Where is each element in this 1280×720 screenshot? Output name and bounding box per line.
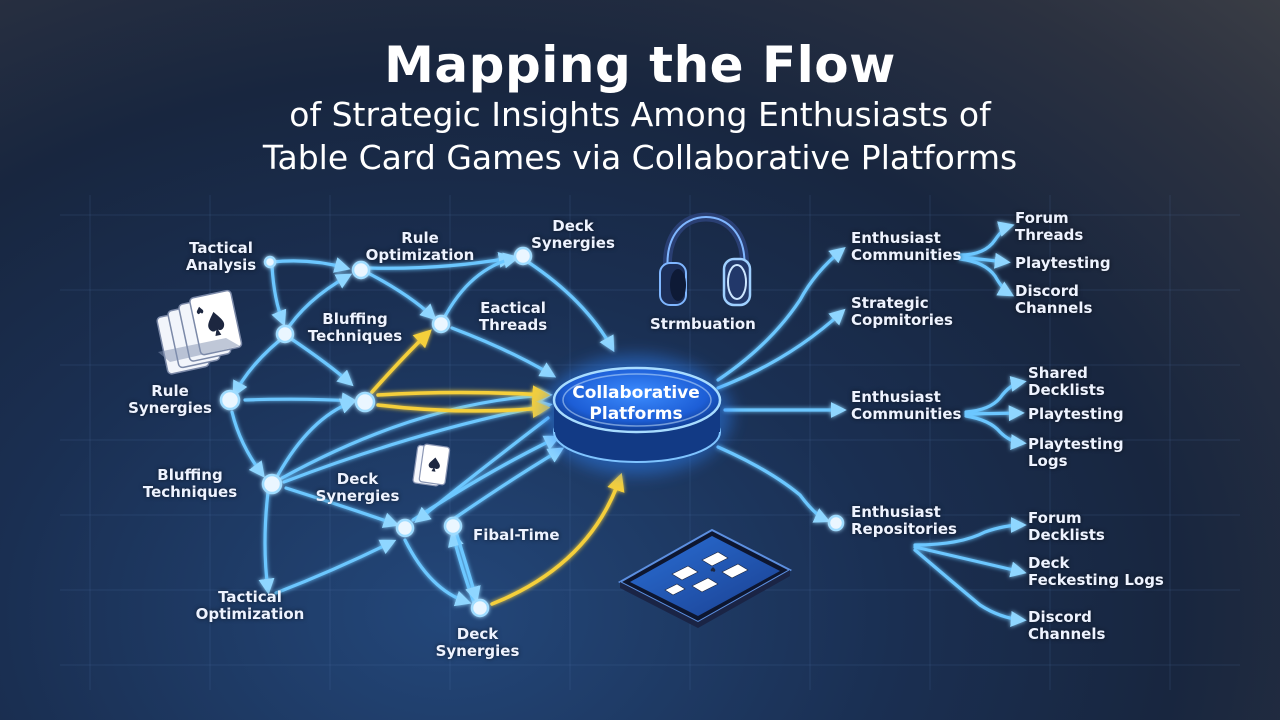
label-deck-synergies-top: Deck Synergies	[531, 217, 615, 252]
edge	[490, 472, 625, 606]
edge	[913, 545, 1027, 578]
label-enthusiast-repositories: Enthusiast Repositories	[851, 503, 957, 538]
label-playtesting-1: Playtesting	[1015, 254, 1111, 272]
edge	[913, 517, 1027, 547]
edge	[450, 326, 557, 378]
edge	[716, 246, 846, 382]
label-eactical-threads: Eactical Threads	[478, 299, 548, 334]
edge	[270, 264, 287, 327]
label-deck-feckesting-logs: Deck Feckesting Logs	[1028, 554, 1164, 589]
flow-edges-highlight	[370, 329, 625, 606]
playing-cards-icon	[156, 289, 243, 375]
hub-platform	[542, 355, 732, 475]
label-enthusiast-communities-1: Enthusiast Communities	[851, 229, 962, 264]
node-center-left	[354, 391, 376, 413]
label-playtesting-2: Playtesting	[1028, 405, 1124, 423]
node-deck-synergies-bottom	[470, 598, 490, 618]
edge	[414, 416, 550, 524]
edge	[716, 308, 846, 390]
label-playtesting-logs: Playtesting Logs	[1028, 435, 1124, 470]
edge	[455, 533, 481, 603]
label-forum-threads: Forum Threads	[1015, 209, 1084, 244]
label-strmbuation: Strmbuation	[650, 315, 756, 333]
card-icon	[412, 443, 451, 487]
hub-label: Collaborative Platforms	[572, 383, 700, 424]
flow-edges-left	[230, 252, 615, 607]
label-bluffing-techniques-bottom: Bluffing Techniques	[142, 466, 238, 501]
edge	[366, 252, 515, 270]
edge	[232, 338, 282, 398]
page-subtitle-line-2: Table Card Games via Collaborative Platf…	[262, 138, 1018, 177]
edge	[958, 252, 1011, 269]
edge	[270, 257, 351, 273]
edge	[288, 336, 354, 387]
edge	[441, 252, 520, 322]
edge	[282, 399, 553, 484]
edge	[526, 260, 615, 353]
edge	[274, 539, 397, 595]
edge	[366, 271, 437, 321]
label-discord-channels-1: Discord Channels	[1015, 282, 1093, 317]
flow-nodes	[219, 246, 845, 618]
node-rule-synergies	[219, 389, 241, 411]
edge	[403, 538, 472, 607]
label-shared-decklists: Shared Decklists	[1028, 364, 1105, 399]
label-tactical-optimization: Tactical Optimization	[195, 588, 305, 623]
node-enthusiast-repositories	[827, 514, 845, 532]
edge	[243, 392, 358, 409]
node-fibal-time	[443, 516, 463, 536]
page-subtitle-line-1: of Strategic Insights Among Enthusiasts …	[289, 95, 991, 134]
label-tactical-analysis: Tactical Analysis	[185, 239, 257, 274]
edge	[284, 486, 400, 528]
edge	[376, 385, 551, 404]
flow-edges-right	[716, 221, 1027, 627]
node-eactical-threads	[431, 314, 451, 334]
node-tactical-analysis	[263, 255, 277, 269]
edge	[258, 490, 275, 595]
label-discord-channels-2: Discord Channels	[1028, 608, 1106, 643]
label-rule-synergies: Rule Synergies	[128, 382, 212, 417]
label-forum-decklists: Forum Decklists	[1028, 509, 1105, 544]
node-deck-synergies-mid	[395, 518, 415, 538]
edge	[913, 548, 1027, 627]
page-title: Mapping the Flow	[384, 36, 896, 94]
edge	[964, 414, 1027, 451]
edge	[230, 410, 265, 478]
label-deck-synergies-mid: Deck Synergies	[315, 470, 400, 505]
edge	[370, 329, 432, 394]
edge	[448, 530, 476, 605]
edge	[958, 257, 1015, 297]
headphones-icon	[659, 212, 752, 307]
edge	[958, 221, 1015, 257]
label-rule-optimization: Rule Optimization	[365, 229, 475, 264]
node-rule-optimization	[351, 260, 371, 280]
node-bluffing-techniques-top	[275, 324, 295, 344]
label-fibal-time: Fibal-Time	[473, 526, 560, 544]
label-bluffing-techniques-top: Bluffing Techniques	[307, 310, 403, 345]
label-enthusiast-communities-2: Enthusiast Communities	[851, 388, 962, 423]
edge	[280, 387, 553, 480]
label-strategic-copmitories: Strategic Copmitories	[851, 294, 953, 329]
edge	[376, 400, 551, 419]
edge	[450, 447, 565, 522]
node-deck-synergies-top	[513, 246, 533, 266]
edge	[716, 445, 831, 523]
label-deck-synergies-bottom: Deck Synergies	[435, 625, 520, 660]
edge	[276, 398, 357, 477]
node-bluffing-techniques-bottom	[261, 473, 283, 495]
edge	[964, 375, 1027, 414]
edge	[964, 405, 1025, 422]
tablet-icon	[617, 528, 793, 628]
